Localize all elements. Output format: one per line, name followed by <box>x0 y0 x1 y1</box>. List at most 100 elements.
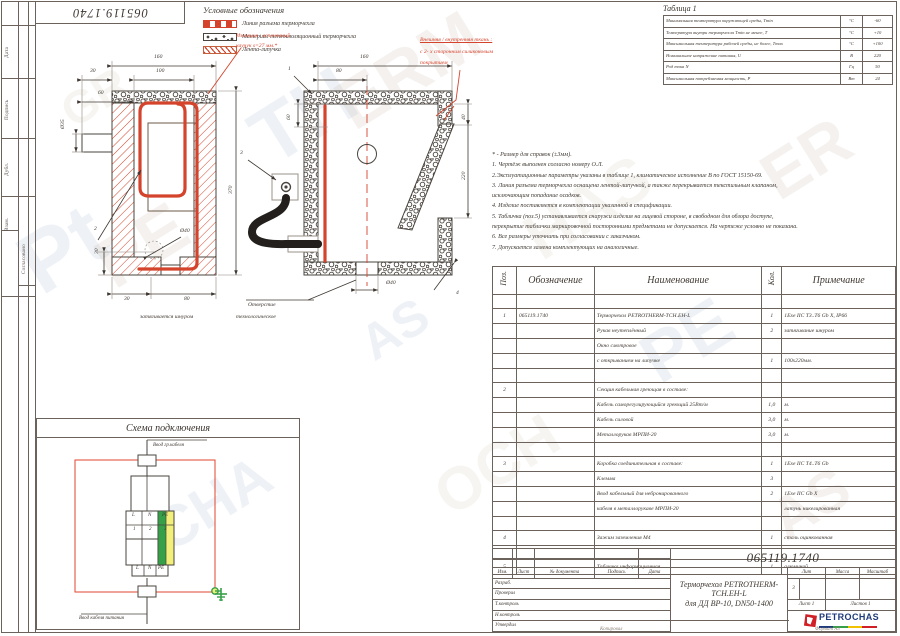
spec-pos-cell <box>492 501 517 517</box>
note-line: 5. Табличка (поз.5) устанавливается снар… <box>492 213 774 220</box>
title-drawing-number: 065119.1740 <box>670 547 896 569</box>
spec-remark-cell: затягивание шнуром <box>781 323 896 339</box>
spec-designation-cell <box>515 501 595 517</box>
unit-cell: Вт <box>840 72 863 85</box>
spec-qty-cell <box>761 382 783 398</box>
spec-header-row: Поз. Обозначение Наименование Кол. Приме… <box>492 266 896 295</box>
spec-header-qty: Кол. <box>761 266 783 295</box>
wiring-input-bottom-label: Ввод кабеля питания <box>79 616 124 621</box>
wiring-diagram-title: Схема подключения <box>37 419 299 438</box>
company-logo: PETROCHAS <box>790 612 893 629</box>
spec-name-cell: Терморчехол PETROTHERM-TCH.EH-L <box>593 308 763 324</box>
title-block-col-headers: Изм. Лист № документа Подпись Дата Термо… <box>492 567 896 622</box>
logo-bars-icon <box>818 625 877 629</box>
note-line: 2.Эксплуатационные параметры указаны в т… <box>492 172 763 179</box>
spec-pos-cell <box>492 353 517 369</box>
lit-label: Лит <box>787 567 826 579</box>
dim-left-bot80: 80 <box>184 296 190 302</box>
dim-left-30: 30 <box>90 68 96 74</box>
table-row <box>492 516 896 531</box>
dim-right-160: 160 <box>360 54 369 60</box>
margin-label-dubl: Дубл. <box>4 162 10 176</box>
wiring-svg <box>74 439 227 624</box>
spec-header-designation: Обозначение <box>515 266 595 295</box>
wiring-input-top-label: Ввод гр.кабеля <box>153 443 184 448</box>
spec-pos-cell <box>492 471 517 487</box>
dim-right-dia40: Ø40 <box>386 280 396 286</box>
table-row: Максимальная температура рабочей среды, … <box>663 38 893 51</box>
mass-label: Масса <box>825 567 860 579</box>
legend: Условные обозначения Линия разъема термо… <box>203 5 418 57</box>
terminal-2: 2 <box>149 527 152 532</box>
spec-designation-cell <box>515 427 595 443</box>
spec-remark-cell <box>781 368 896 383</box>
value-cell: -60 <box>862 15 893 28</box>
spec-pos-cell: 1 <box>492 308 517 324</box>
spec-name-cell <box>593 516 763 531</box>
terminal-L-top: L <box>132 513 135 518</box>
spec-remark-cell: 1Exe IIC Gb X <box>781 486 896 502</box>
spec-qty-cell: 2 <box>761 486 783 502</box>
param-cell: Максимальная потребляемая мощность, P <box>663 72 841 85</box>
table-row <box>492 294 896 309</box>
value-cell: 50 <box>862 61 893 74</box>
spec-remark-cell: 1Exe IIC T4..T6 Gb <box>781 456 896 472</box>
dim-right-80: 80 <box>336 68 342 74</box>
spec-remark-cell: 100х220мм. <box>781 353 896 369</box>
spec-pos-cell <box>492 516 517 531</box>
spec-designation-cell: 065119.1740 <box>515 308 595 324</box>
terminal-1: 1 <box>133 527 136 532</box>
notes-block: * - Размер для справок (±3мм). 1. Чертёж… <box>492 150 896 253</box>
spec-pos-cell <box>492 397 517 413</box>
company-logo-cell: PETROCHAS <box>787 609 896 632</box>
table-row: Окно смотровое <box>492 338 896 354</box>
dim-left-bot30: 30 <box>124 296 130 302</box>
table-row: Температура внутри терморчехла Tmin не м… <box>663 26 893 39</box>
dim-left-60: 60 <box>98 90 104 96</box>
spec-designation-cell <box>515 323 595 339</box>
note-line: 6. Все размеры уточнить при согласовании… <box>492 234 641 241</box>
param-cell: Минимальная температура окружающей среды… <box>663 15 841 28</box>
spec-pos-cell: 4 <box>492 530 517 546</box>
annotation-insulation-2: каучук s=27 мм.* <box>236 43 278 49</box>
spec-name-cell <box>593 368 763 383</box>
note-line: перекрытие таблички маркировочной постор… <box>492 224 798 231</box>
margin-line <box>1 230 18 231</box>
spec-designation-cell <box>515 456 595 472</box>
spec-designation-cell <box>515 353 595 369</box>
unit-cell: °C <box>840 15 863 28</box>
spec-name-cell: Клемма <box>593 471 763 487</box>
specification-table: Поз. Обозначение Наименование Кол. Приме… <box>492 266 896 575</box>
role-tkontrol: Т.контроль <box>492 598 671 611</box>
table-row: Номинальное напряжение питания, U В 220 <box>663 49 893 62</box>
table-row <box>492 368 896 383</box>
terminal-PE-top: PE <box>162 513 169 518</box>
spec-remark-cell <box>781 382 896 398</box>
spec-pos-cell <box>492 338 517 354</box>
product-name-line2: для ДД ВР-10, DN50-1400 <box>685 598 773 608</box>
spec-designation-cell <box>515 368 595 383</box>
spec-name-cell: Рукав неутеплённый <box>593 323 763 339</box>
spec-pos-cell <box>492 323 517 339</box>
spec-pos-cell <box>492 412 517 428</box>
spec-pos-cell <box>492 368 517 383</box>
spec-qty-cell <box>761 442 783 457</box>
spec-qty-cell: 3,0 <box>761 427 783 443</box>
insulation-swatch-icon <box>203 33 237 41</box>
legend-item: Лента-липучка <box>203 44 418 56</box>
lit-extra <box>799 577 826 600</box>
dim-left-100: 100 <box>156 68 165 74</box>
note-line: 3. Линия разъема терморчехла оснащена ле… <box>492 182 778 189</box>
col-date: Дата <box>638 567 671 579</box>
table1-title: Таблица 1 <box>663 4 697 13</box>
dim-left-dia35: Ø35 <box>60 119 66 129</box>
mass-value <box>825 577 860 600</box>
role-nkontrol: Н.контроль <box>492 609 671 622</box>
